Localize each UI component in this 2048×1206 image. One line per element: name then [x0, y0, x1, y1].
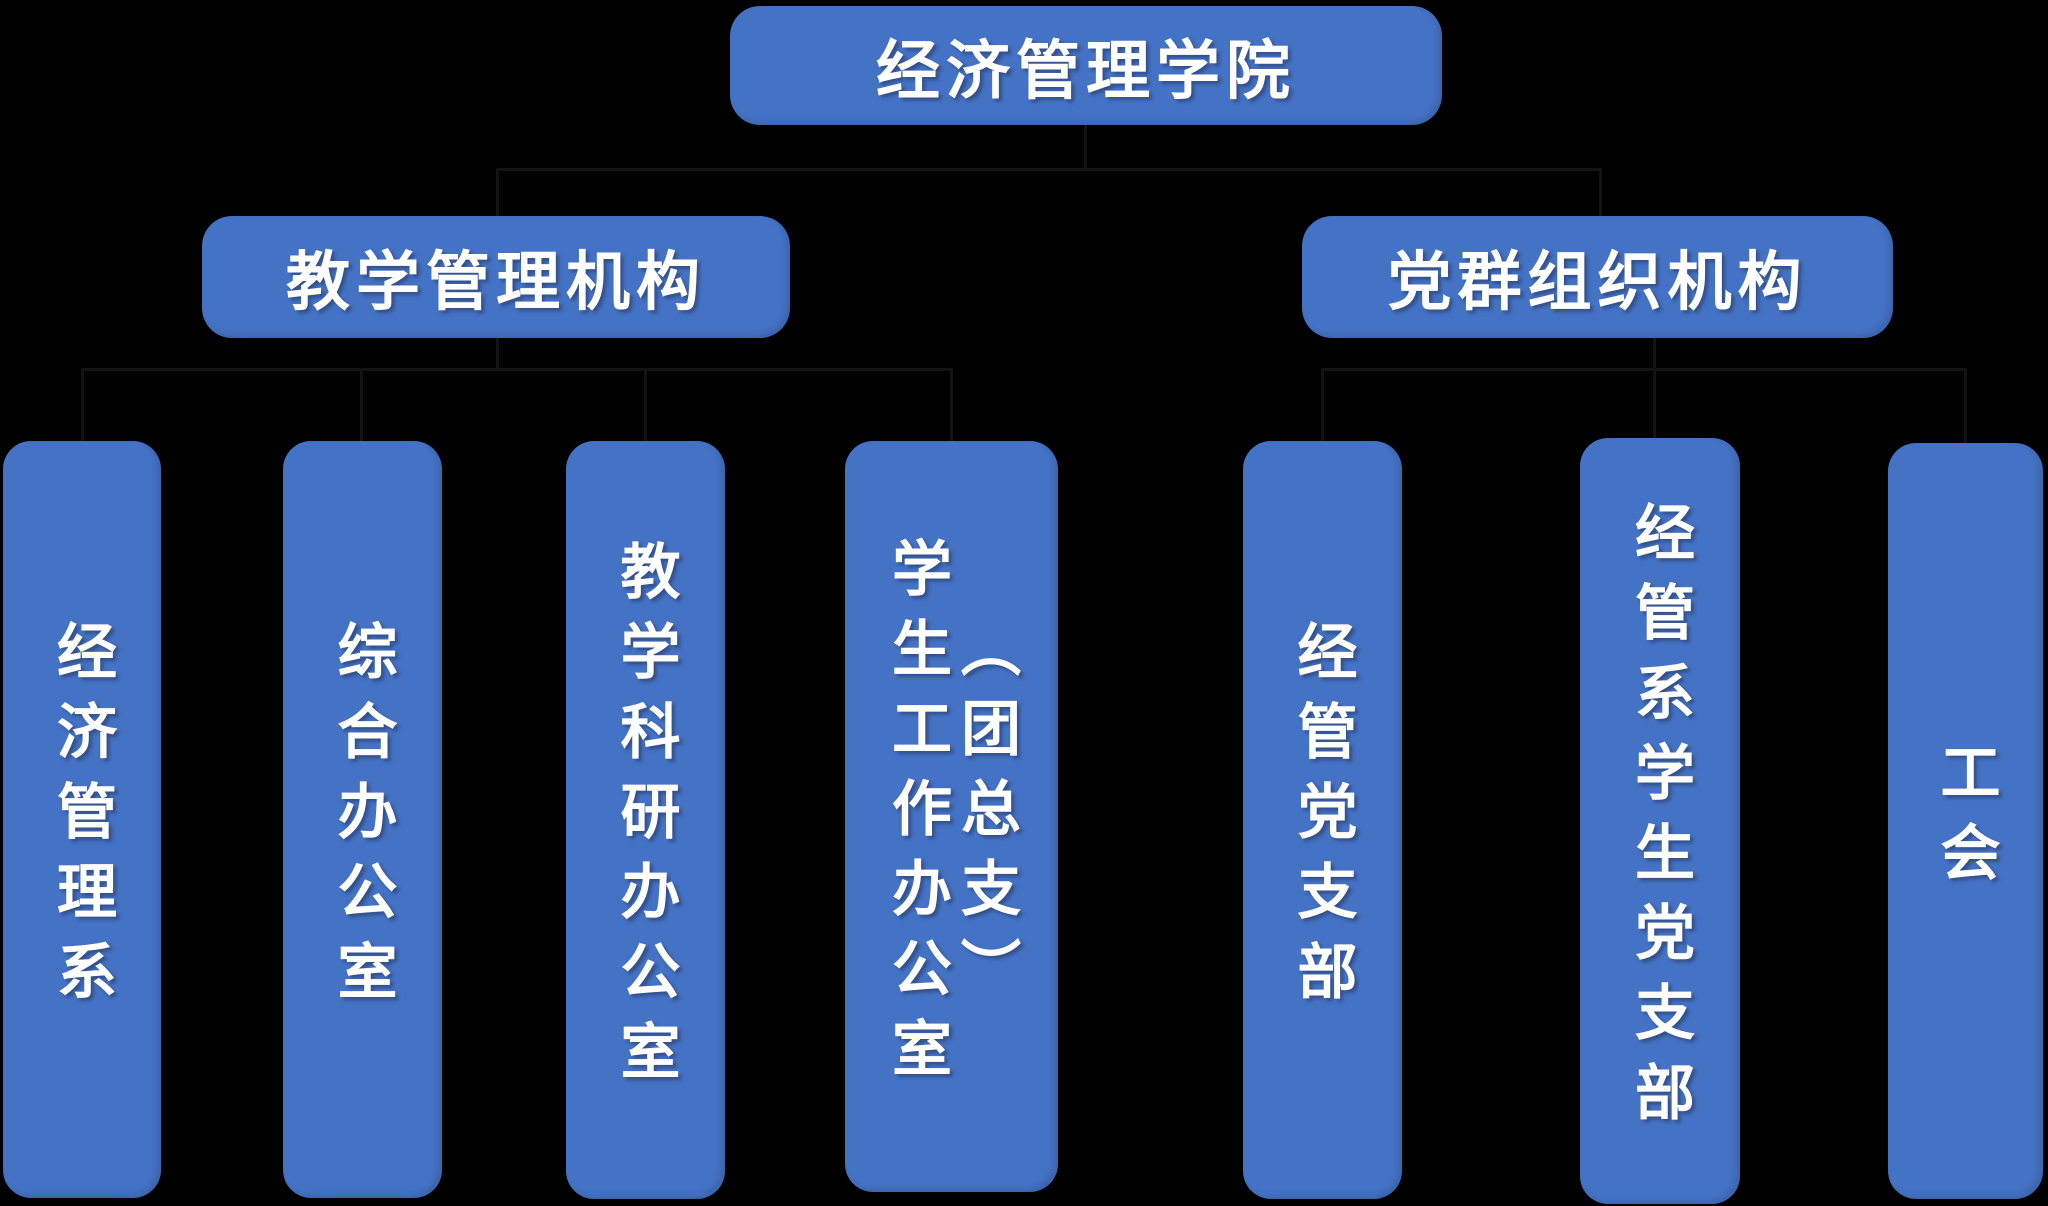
- connector-line: [950, 368, 953, 443]
- connector-line: [496, 338, 499, 370]
- org-box-teaching-admin: 教学管理机构: [202, 216, 790, 338]
- org-box-party-mass-label: 党群组织机构: [1387, 246, 1808, 318]
- connector-line: [81, 368, 84, 443]
- org-box-teaching-admin-label: 教学管理机构: [286, 246, 706, 318]
- org-box-labor-union-label: 工会: [1932, 741, 1999, 901]
- org-box-student-affairs-office: 学生工作办公室 ︵团总支︶: [845, 441, 1058, 1192]
- connector-line: [1653, 338, 1656, 370]
- org-box-root-label: 经济管理学院: [876, 34, 1296, 107]
- connector-line: [496, 168, 1602, 171]
- connector-line: [1964, 368, 1967, 445]
- org-box-teaching-research-office: 教学科研办公室: [566, 441, 725, 1199]
- org-box-student-party-branch: 经管系学生党支部: [1580, 438, 1740, 1204]
- org-box-econ-party-branch: 经管党支部: [1243, 441, 1402, 1199]
- org-box-general-office-label: 综合办公室: [329, 619, 396, 1020]
- org-box-labor-union: 工会: [1888, 443, 2043, 1199]
- org-box-general-office: 综合办公室: [283, 441, 442, 1198]
- connector-line: [1321, 368, 1967, 371]
- org-box-econ-mgmt-dept-label: 经济管理系: [48, 619, 116, 1020]
- org-box-student-affairs-office-suffix: ︵团总支︶: [952, 616, 1020, 1017]
- org-box-root: 经济管理学院: [730, 6, 1442, 125]
- connector-line: [496, 168, 499, 218]
- connector-line: [1321, 368, 1324, 443]
- org-box-teaching-research-office-label: 教学科研办公室: [612, 540, 679, 1100]
- connector-line: [1653, 368, 1656, 440]
- org-box-student-party-branch-label: 经管系学生党支部: [1626, 501, 1694, 1141]
- connector-line: [1599, 168, 1602, 218]
- connector-line: [81, 368, 953, 371]
- connector-line: [360, 368, 363, 443]
- org-box-econ-mgmt-dept: 经济管理系: [3, 441, 161, 1198]
- org-box-student-affairs-office-label: 学生工作办公室: [883, 536, 951, 1097]
- org-box-econ-party-branch-label: 经管党支部: [1289, 620, 1356, 1020]
- connector-line: [1084, 125, 1087, 171]
- connector-line: [644, 368, 647, 443]
- org-box-party-mass: 党群组织机构: [1302, 216, 1893, 338]
